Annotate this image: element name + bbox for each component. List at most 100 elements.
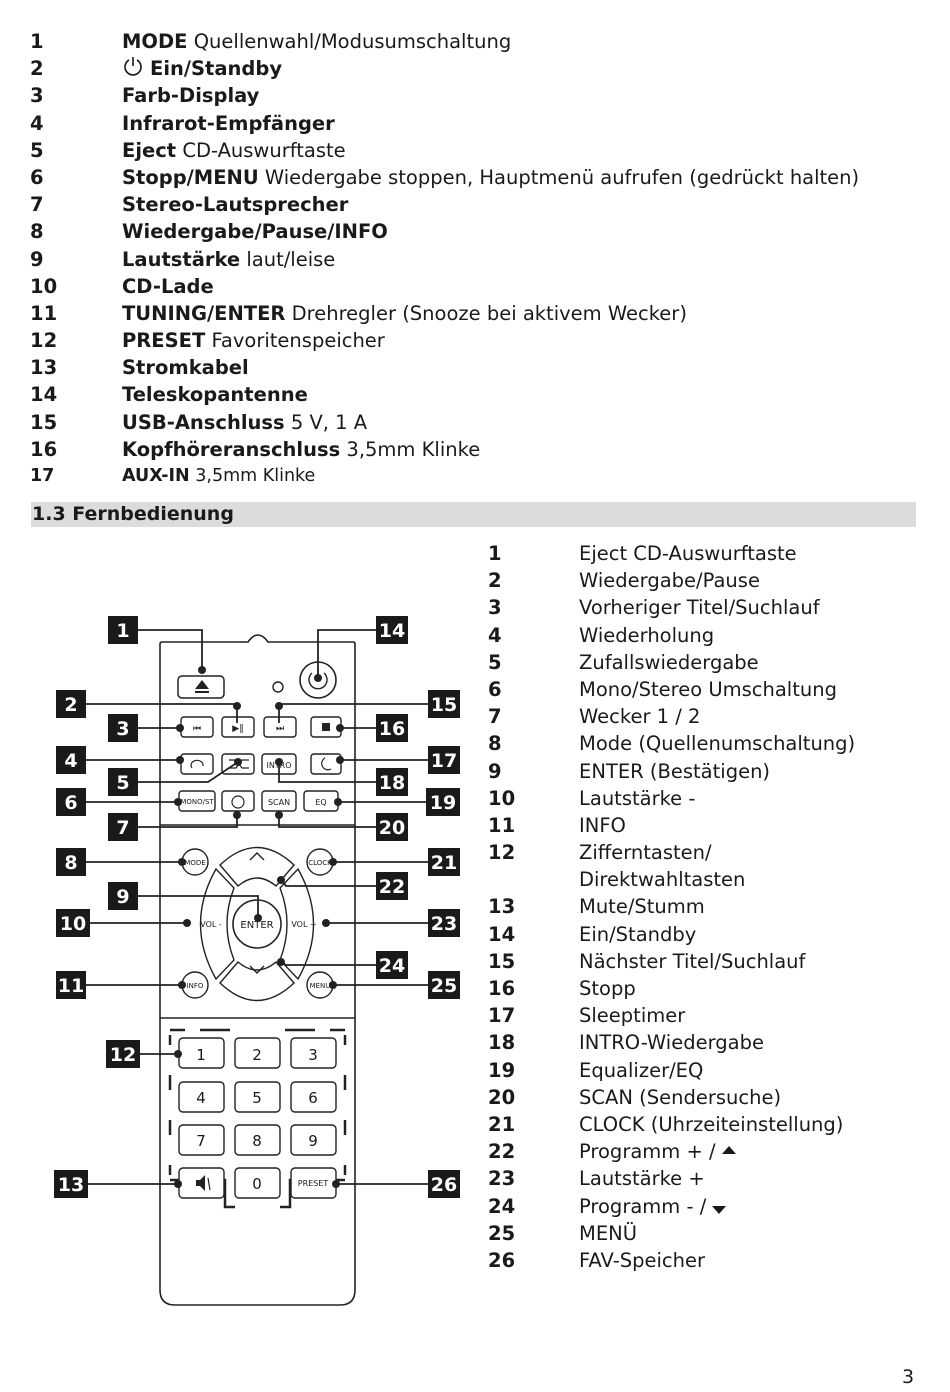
digit-label: 2 [252, 1046, 262, 1064]
digit-button[interactable] [290, 1037, 337, 1069]
digit-button[interactable] [234, 1037, 281, 1069]
callout-box [428, 746, 460, 774]
next-button[interactable] [263, 716, 297, 738]
callout-number: 10 [60, 913, 86, 935]
callout-box [376, 951, 408, 979]
sleep-button[interactable] [310, 753, 342, 775]
callout-number: 15 [431, 694, 457, 716]
digit-button[interactable] [234, 1167, 281, 1199]
callout-number: 12 [110, 1044, 136, 1066]
callout-number: 26 [431, 1174, 457, 1196]
callout-box [56, 971, 86, 999]
digit-button[interactable] [178, 1124, 225, 1156]
alarm-button[interactable] [221, 790, 255, 812]
callout-number: 18 [379, 772, 405, 794]
callout-number: 19 [430, 792, 456, 814]
callout-number: 25 [431, 975, 457, 997]
play-pause-button[interactable] [221, 716, 255, 738]
callout-number: 21 [431, 852, 457, 874]
callout-number: 22 [379, 876, 405, 898]
power-icon [308, 672, 328, 690]
moon-icon [321, 757, 332, 771]
callout-box [108, 768, 138, 796]
callout-box [56, 690, 86, 718]
eject-icon-bar [195, 691, 209, 693]
scan-label: SCAN [268, 798, 290, 807]
callout-box [108, 882, 138, 910]
mute-icon [196, 1175, 205, 1191]
callout-box [376, 714, 408, 742]
dpad-down-button[interactable] [219, 961, 295, 1002]
preset-label: PRESET [298, 1179, 329, 1188]
previous-icon: ⏮ [193, 724, 201, 734]
vol-plus-button[interactable] [279, 867, 315, 981]
callout-box [54, 1170, 88, 1198]
callout-labels: 1 2 3 4 5 6 7 8 9 10 11 12 13 14 15 16 1… [54, 616, 460, 1198]
vol-plus-label: VOL + [291, 920, 316, 929]
digit-label: 4 [196, 1089, 206, 1107]
callout-box [428, 690, 460, 718]
stop-icon [322, 723, 330, 731]
callout-box [426, 788, 460, 816]
callout-number: 3 [116, 718, 129, 740]
callout-box [428, 1170, 460, 1198]
callout-box [56, 909, 90, 937]
digit-label: 7 [196, 1132, 206, 1150]
callout-number: 20 [379, 817, 405, 839]
digit-button[interactable] [234, 1124, 281, 1156]
chevron-down-icon [249, 965, 265, 974]
callout-number: 6 [64, 792, 77, 814]
repeat-button[interactable] [180, 753, 214, 775]
digit-label: 9 [308, 1132, 318, 1150]
keypad: 1 2 3 4 5 6 7 8 9 0 PRESET [178, 1037, 337, 1199]
digit-button[interactable] [234, 1081, 281, 1113]
callout-number: 16 [379, 718, 405, 740]
callout-box [428, 909, 460, 937]
enter-button[interactable] [232, 899, 282, 949]
mono-stereo-label: MONO/ST [180, 798, 214, 806]
callout-number: 2 [64, 694, 77, 716]
digit-label: 0 [252, 1175, 262, 1193]
callout-number: 7 [116, 817, 129, 839]
callout-number: 14 [379, 620, 405, 642]
repeat-icon [190, 759, 204, 769]
callout-number: 13 [58, 1174, 84, 1196]
dpad-up-button[interactable] [219, 846, 295, 887]
triangle-up-icon [721, 1146, 736, 1155]
callout-number: 4 [64, 750, 77, 772]
digit-label: 1 [196, 1046, 206, 1064]
callout-box [108, 616, 138, 644]
callout-number: 8 [64, 852, 77, 874]
digit-button[interactable] [290, 1124, 337, 1156]
remote-control-diagram: ⏮ ▶‖ ⏭ INTRO MONO/ST SCAN EQ MODE CLOCK … [54, 616, 460, 1306]
alarm-clock-icon [231, 795, 245, 809]
section-heading: 1.3 Fernbedienung [31, 502, 916, 527]
callout-box [428, 848, 460, 876]
callout-box [108, 813, 138, 841]
digit-button[interactable] [178, 1081, 225, 1113]
digit-button[interactable] [290, 1081, 337, 1113]
